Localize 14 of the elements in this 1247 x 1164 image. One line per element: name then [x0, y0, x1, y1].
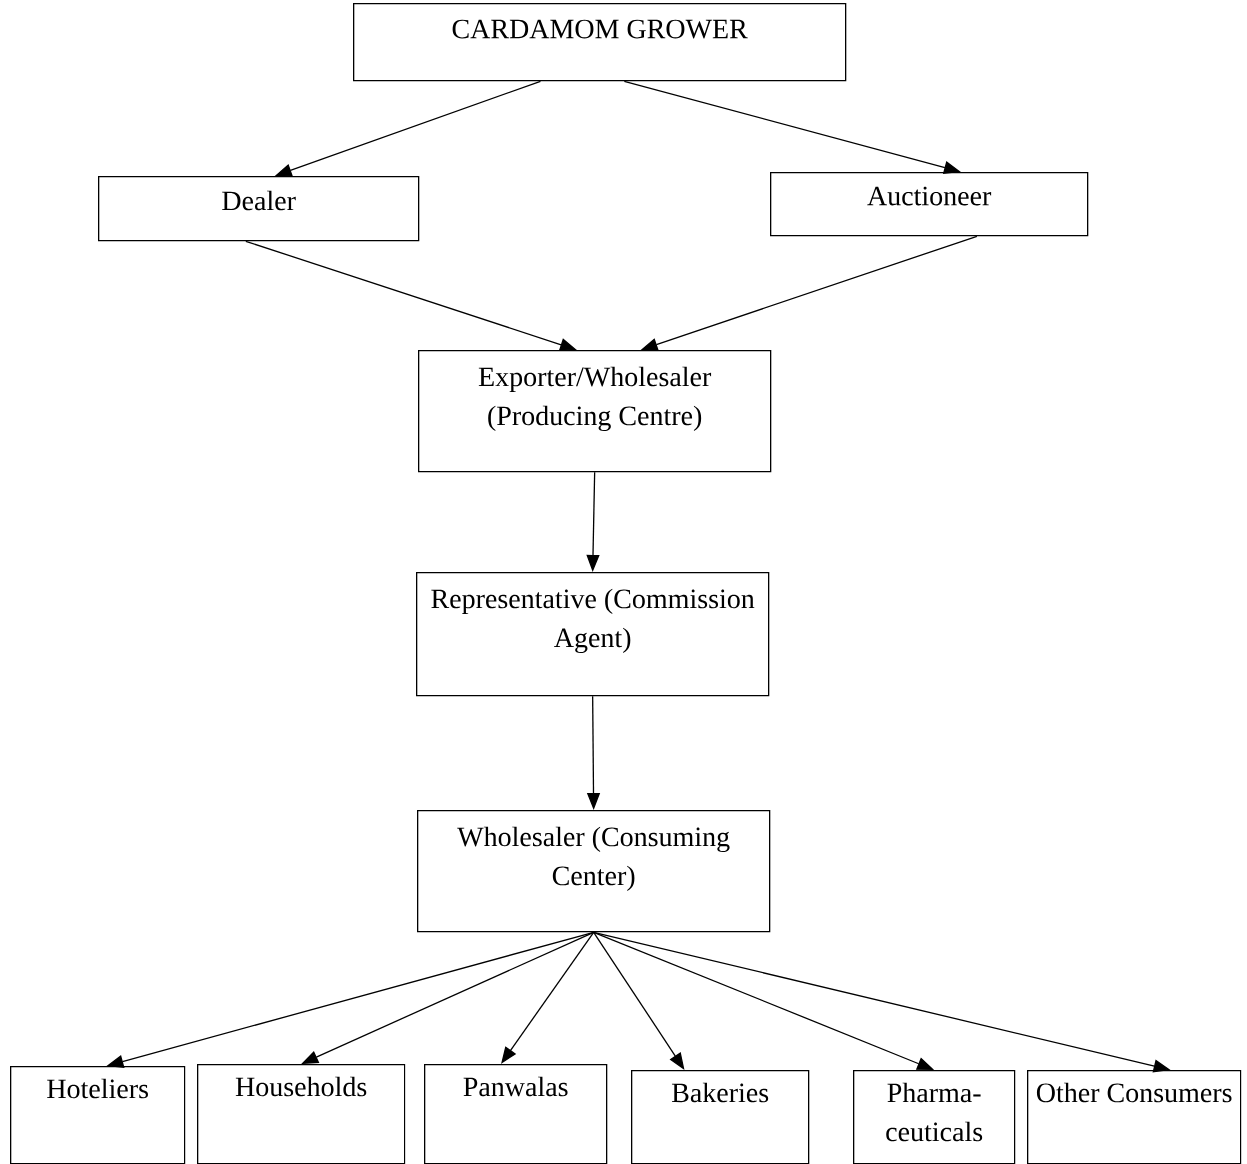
arrow — [593, 931, 685, 1070]
process-box: Representative (Commission Agent) — [416, 572, 770, 697]
process-box: Panwalas — [424, 1064, 608, 1164]
process-box: Auctioneer — [770, 172, 1089, 237]
process-box: Exporter/Wholesaler (Producing Centre) — [418, 350, 772, 473]
process-box: Hoteliers — [10, 1066, 186, 1164]
process-box: Other Consumers — [1027, 1070, 1242, 1164]
process-box: Pharma- ceuticals — [853, 1070, 1016, 1164]
process-box: Households — [197, 1064, 406, 1164]
process-box: Bakeries — [631, 1070, 810, 1164]
arrow — [501, 931, 595, 1064]
process-box: CARDAMOM GROWER — [353, 3, 847, 82]
process-box: Wholesaler (Consuming Center) — [417, 810, 771, 933]
process-box: Dealer — [98, 176, 420, 242]
